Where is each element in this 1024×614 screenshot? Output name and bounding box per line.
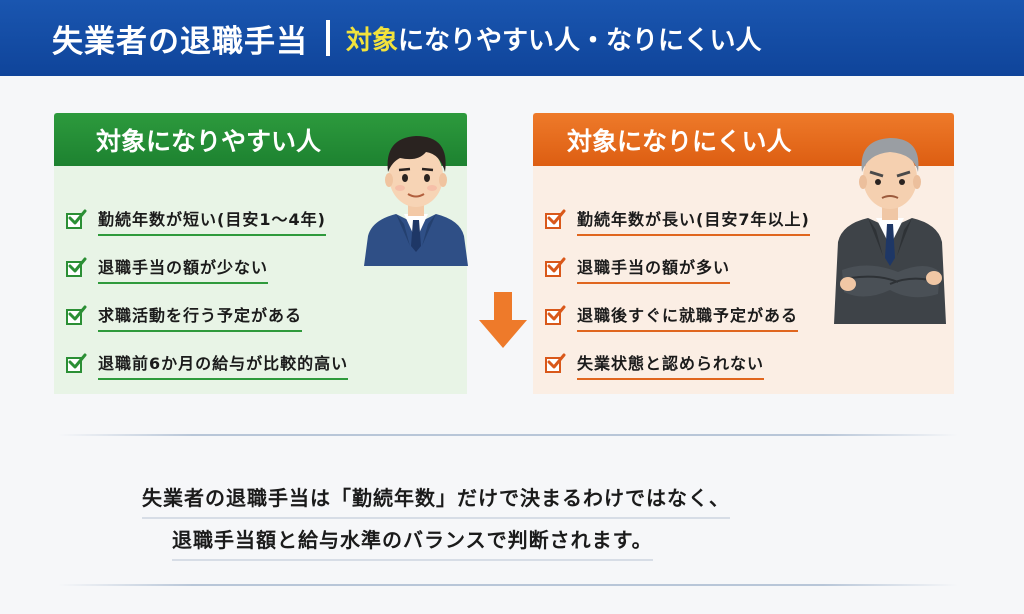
likely-item: 退職手当の額が少ない bbox=[66, 254, 269, 284]
senior-businessman-illustration bbox=[834, 138, 946, 324]
checkmark-icon bbox=[545, 209, 567, 232]
likely-item-text: 勤続年数が短い(目安1〜4年) bbox=[98, 206, 326, 236]
bottom-divider-line bbox=[58, 584, 958, 586]
title-separator bbox=[326, 20, 330, 56]
subtitle-rest: になりやすい人・なりにくい人 bbox=[398, 25, 762, 56]
likely-item: 勤続年数が短い(目安1〜4年) bbox=[66, 206, 326, 236]
unlikely-item-text: 失業状態と認められない bbox=[577, 350, 765, 380]
unlikely-item-text: 退職手当の額が多い bbox=[577, 254, 731, 284]
page-subtitle: 対象になりやすい人・なりにくい人 bbox=[346, 20, 762, 57]
divider-line bbox=[58, 434, 958, 436]
likely-item-text: 退職前6か月の給与が比較的高い bbox=[98, 350, 349, 380]
unlikely-item: 退職手当の額が多い bbox=[545, 254, 731, 284]
young-businessman-illustration bbox=[364, 136, 468, 266]
checkmark-icon bbox=[545, 305, 567, 328]
unlikely-item: 勤続年数が長い(目安7年以上) bbox=[545, 206, 810, 236]
likely-item: 求職活動を行う予定がある bbox=[66, 302, 303, 332]
arrow-down-icon bbox=[479, 292, 527, 348]
likely-item-text: 求職活動を行う予定がある bbox=[98, 302, 303, 332]
checkmark-icon bbox=[66, 305, 88, 328]
header-banner: 失業者の退職手当 対象になりやすい人・なりにくい人 bbox=[0, 0, 1024, 76]
checkmark-icon bbox=[66, 353, 88, 376]
checkmark-icon bbox=[66, 209, 88, 232]
page-title: 失業者の退職手当 bbox=[52, 23, 308, 60]
summary-line-1: 失業者の退職手当は「勤続年数」だけで決まるわけではなく、 bbox=[142, 482, 730, 519]
unlikely-item: 退職後すぐに就職予定がある bbox=[545, 302, 799, 332]
checkmark-icon bbox=[545, 353, 567, 376]
checkmark-icon bbox=[66, 257, 88, 280]
likely-item-text: 退職手当の額が少ない bbox=[98, 254, 269, 284]
likely-item: 退職前6か月の給与が比較的高い bbox=[66, 350, 349, 380]
unlikely-item-text: 退職後すぐに就職予定がある bbox=[577, 302, 799, 332]
unlikely-item-text: 勤続年数が長い(目安7年以上) bbox=[577, 206, 810, 236]
unlikely-item: 失業状態と認められない bbox=[545, 350, 765, 380]
subtitle-highlight: 対象 bbox=[346, 25, 399, 56]
checkmark-icon bbox=[545, 257, 567, 280]
summary-line-2: 退職手当額と給与水準のバランスで判断されます。 bbox=[172, 524, 653, 561]
